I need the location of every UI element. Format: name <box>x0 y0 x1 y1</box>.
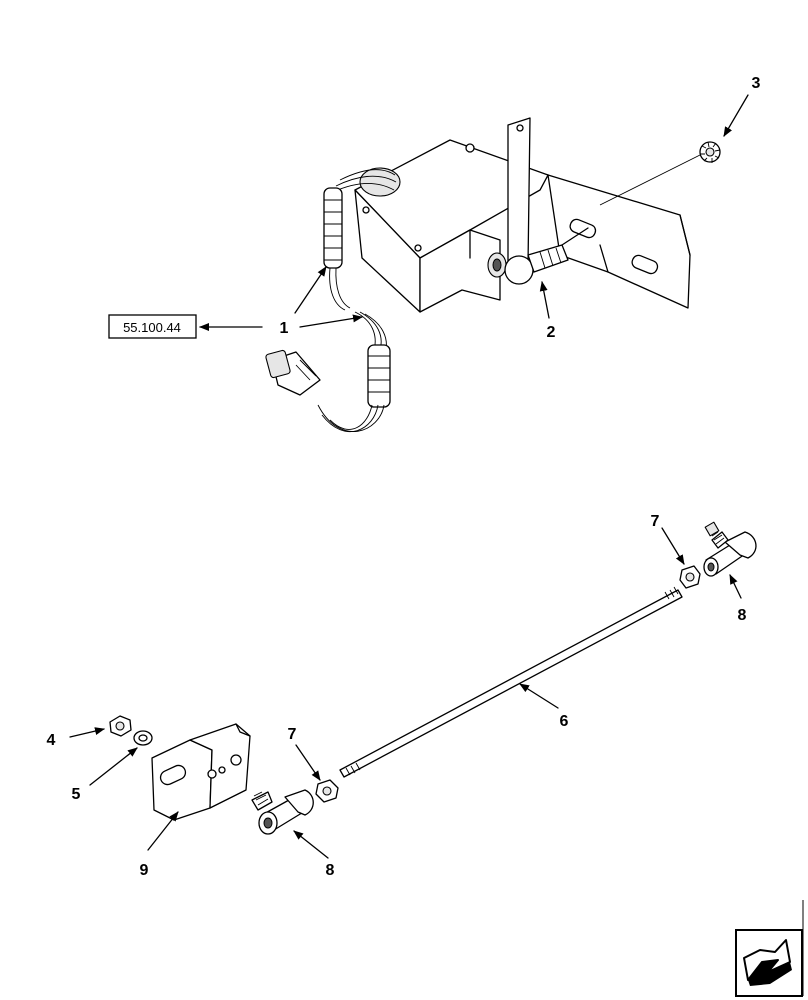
reference-label: 55.100.44 <box>123 320 181 335</box>
lever-arm <box>504 117 589 285</box>
next-page-arrow-icon[interactable] <box>735 900 804 997</box>
mounting-bracket <box>519 167 691 309</box>
jam-nut-right <box>679 565 701 589</box>
ball-joint-right <box>703 521 757 577</box>
callout-7-upper: 7 <box>651 513 660 530</box>
callout-5: 5 <box>72 786 81 803</box>
callout-8-left: 8 <box>326 862 335 879</box>
callout-labels: 1 2 3 4 5 6 7 7 8 8 9 <box>47 75 761 879</box>
callout-1: 1 <box>280 320 289 337</box>
reference-box[interactable]: 55.100.44 <box>108 314 197 339</box>
wiring-harness <box>265 169 397 433</box>
lock-washer <box>133 730 153 746</box>
callout-6: 6 <box>560 713 569 730</box>
callout-4: 4 <box>47 732 56 749</box>
leader-lines <box>69 94 749 859</box>
ball-joint-left <box>251 789 314 835</box>
hex-nut <box>109 715 132 737</box>
callout-3: 3 <box>752 75 761 92</box>
callout-9: 9 <box>140 862 149 879</box>
callout-8-right: 8 <box>738 607 747 624</box>
callout-2: 2 <box>547 324 556 341</box>
jam-nut-left <box>315 779 339 803</box>
angle-bracket <box>151 723 251 821</box>
motor-housing <box>354 139 549 313</box>
lock-nut <box>599 141 721 206</box>
control-rod <box>339 586 683 778</box>
linkage-assembly <box>109 521 757 835</box>
callout-7-lower: 7 <box>288 726 297 743</box>
actuator-assembly <box>265 117 721 433</box>
